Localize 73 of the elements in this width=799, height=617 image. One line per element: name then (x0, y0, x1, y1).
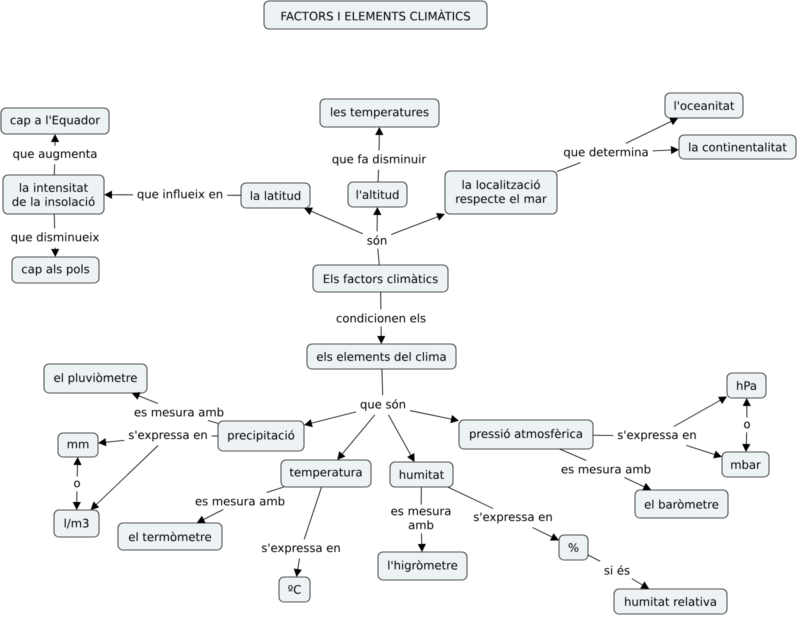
connector-line (420, 486, 422, 506)
concept-box: cap a l'Equador (0, 108, 110, 134)
arrow (532, 527, 559, 541)
title-box: FACTORS I ELEMENTS CLIMÀTICS (264, 0, 488, 30)
linking-phrase: o (744, 422, 750, 428)
connector-line (266, 486, 284, 493)
linking-phrase: són (367, 235, 386, 245)
connector-line (54, 164, 56, 176)
concept-box: l'altitud (348, 182, 408, 208)
arrow (337, 414, 376, 460)
linking-phrase: que influeix en (138, 189, 222, 201)
linking-phrase: es mesura amb (196, 496, 284, 506)
linking-phrase: que augmenta (13, 150, 96, 160)
concept-box: els elements del clima (306, 344, 456, 370)
linking-phrase: es mesura amb (562, 464, 650, 474)
concept-box: l'higròmetre (378, 552, 468, 580)
concept-box: el termòmetre (118, 522, 222, 550)
arrow (388, 414, 415, 462)
arrow (373, 207, 382, 232)
concept-box: l/m3 (54, 510, 100, 538)
linking-phrase: que disminueix (11, 232, 99, 244)
connector-line (54, 214, 56, 229)
concept-box: la intensitat de la insolació (2, 174, 104, 214)
linking-phrase: que determina (564, 147, 648, 159)
linking-phrase: s'expressa en (262, 544, 340, 554)
concept-box: precipitació (218, 420, 304, 452)
connector-line (592, 434, 614, 436)
concept-box: mm (58, 432, 98, 458)
linking-phrase: que són (360, 399, 406, 411)
linking-phrase: s'expressa en (618, 430, 696, 442)
linking-phrase: s'expressa en (128, 430, 207, 442)
connector-line (226, 194, 242, 196)
concept-box: el baròmetre (634, 490, 728, 518)
concept-box: la localització respecte el mar (444, 170, 558, 214)
linking-phrase: o (74, 480, 80, 488)
linking-phrase: s'expressa en (474, 512, 552, 524)
concept-box: humitat relativa (614, 588, 728, 614)
concept-box: l'oceanitat (664, 92, 744, 118)
arrow (390, 212, 445, 235)
connector-line (447, 486, 494, 509)
connector-line (377, 248, 380, 266)
arrow (304, 207, 364, 234)
concept-box: les temperatures (320, 98, 440, 128)
concept-box: cap als pols (12, 256, 100, 284)
connector-line (556, 162, 581, 172)
arrow (742, 398, 751, 418)
concept-box: el pluviòmetre (44, 364, 148, 394)
concept-box: ºC (278, 576, 310, 602)
connector-line (380, 292, 382, 310)
linking-phrase: si és (604, 565, 630, 575)
concept-box: mbar (722, 452, 770, 478)
arrow (90, 445, 159, 510)
arrow (673, 396, 727, 427)
linking-phrase: es mesura amb (134, 408, 224, 416)
concept-box: % (558, 534, 588, 560)
linking-phrase: es mesura amb (391, 508, 450, 530)
connector-line (378, 169, 379, 182)
concept-box: humitat (390, 462, 454, 488)
connector-line (208, 420, 218, 424)
concept-box: pressió atmosfèrica (458, 420, 594, 450)
connector-line (382, 368, 384, 396)
arrow (304, 411, 356, 428)
connector-line (559, 448, 587, 461)
concept-box: la latitud (240, 182, 310, 208)
concept-box: hPa (726, 372, 766, 398)
concept-box: temperatura (280, 460, 372, 488)
connector-line (588, 554, 601, 562)
linking-phrase: que fa disminuir (332, 154, 426, 166)
concept-box: la continentalitat (678, 134, 796, 160)
connector-line (304, 486, 322, 540)
concept-box: Els factors climàtics (312, 264, 448, 292)
linking-phrase: condicionen els (336, 314, 426, 322)
arrow (686, 445, 722, 458)
